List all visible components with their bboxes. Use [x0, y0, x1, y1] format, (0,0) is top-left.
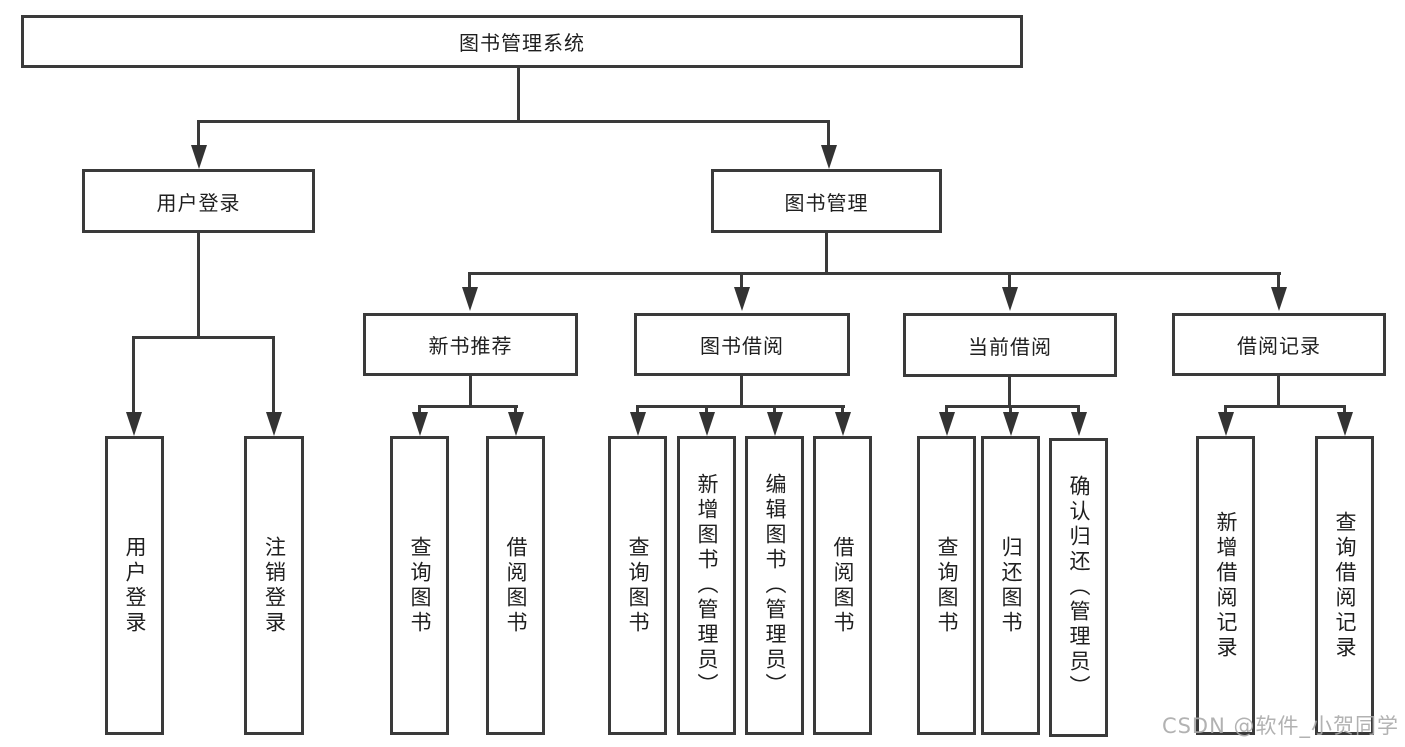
- watermark: CSDN @软件_小贺同学: [1161, 714, 1399, 738]
- node-label: 确认归还（管理员）: [1067, 475, 1091, 700]
- leaf-add-borrow-record: 新增借阅记录: [1196, 436, 1255, 735]
- arrowhead-icon: [834, 412, 851, 436]
- node-label: 新书推荐: [428, 334, 513, 358]
- node-borrowing-records: 借阅记录: [1172, 313, 1386, 376]
- arrowhead-icon: [698, 412, 715, 436]
- node-label: 当前借阅: [968, 334, 1052, 359]
- leaf-logout: 注销登录: [244, 436, 304, 735]
- node-user-login: 用户登录: [82, 169, 315, 233]
- connector-line: [740, 275, 743, 287]
- arrowhead-icon: [1217, 412, 1234, 436]
- arrowhead-icon: [1070, 412, 1087, 436]
- node-label: 图书管理系统: [459, 31, 585, 55]
- node-label: 查询借阅记录: [1333, 510, 1357, 661]
- connector-line: [197, 123, 200, 145]
- leaf-borrow-books: 借阅图书: [813, 436, 872, 735]
- node-book-borrowing: 图书借阅: [634, 313, 850, 376]
- node-label: 用户登录: [156, 190, 241, 215]
- arrowhead-icon: [820, 145, 837, 169]
- arrowhead-icon: [766, 412, 783, 436]
- node-label: 注销登录: [262, 535, 287, 636]
- connector-line: [517, 68, 520, 120]
- leaf-borrow-books-recommend: 借阅图书: [486, 436, 545, 735]
- node-new-book-recommend: 新书推荐: [363, 313, 578, 376]
- connector-line: [1008, 377, 1011, 405]
- connector-line: [132, 339, 135, 412]
- connector-line: [1277, 376, 1280, 405]
- connector-line: [1009, 408, 1012, 414]
- leaf-edit-books-admin: 编辑图书（管理员）: [745, 436, 804, 735]
- node-label: 查询图书: [408, 535, 432, 636]
- node-label: 借阅图书: [504, 535, 528, 636]
- connector-line: [468, 272, 1281, 275]
- arrowhead-icon: [461, 287, 478, 311]
- connector-line: [825, 233, 828, 272]
- connector-line: [1343, 408, 1346, 414]
- leaf-confirm-return-admin: 确认归还（管理员）: [1049, 438, 1108, 737]
- connector-line: [827, 123, 830, 145]
- connector-line: [197, 120, 830, 123]
- connector-line: [1277, 275, 1280, 287]
- arrowhead-icon: [629, 412, 646, 436]
- connector-line: [740, 376, 743, 405]
- node-label: 用户登录: [123, 535, 147, 636]
- connector-line: [197, 233, 200, 336]
- arrowhead-icon: [190, 145, 207, 169]
- arrowhead-icon: [265, 412, 282, 436]
- node-label: 查询图书: [626, 535, 650, 636]
- leaf-add-books-admin: 新增图书（管理员）: [677, 436, 736, 735]
- arrowhead-icon: [1001, 287, 1018, 311]
- connector-line: [418, 405, 518, 408]
- connector-line: [418, 408, 421, 414]
- connector-line: [841, 408, 844, 414]
- node-label: 图书借阅: [700, 334, 784, 358]
- node-label: 编辑图书（管理员）: [763, 473, 787, 698]
- node-book-management: 图书管理: [711, 169, 942, 233]
- connector-line: [636, 408, 639, 414]
- leaf-user-login: 用户登录: [105, 436, 164, 735]
- connector-line: [1224, 408, 1227, 414]
- connector-line: [945, 405, 1080, 408]
- connector-line: [636, 405, 845, 408]
- arrowhead-icon: [1270, 287, 1287, 311]
- leaf-query-books-current: 查询图书: [917, 436, 976, 735]
- connector-line: [1224, 405, 1346, 408]
- node-label: 查询图书: [935, 535, 959, 636]
- node-label: 新增借阅记录: [1214, 510, 1238, 661]
- node-label: 新增图书（管理员）: [695, 473, 719, 698]
- arrowhead-icon: [733, 287, 750, 311]
- arrowhead-icon: [411, 412, 428, 436]
- connector-line: [468, 275, 471, 287]
- connector-line: [469, 376, 472, 405]
- connector-line: [272, 339, 275, 412]
- arrowhead-icon: [507, 412, 524, 436]
- node-library-management-system: 图书管理系统: [21, 15, 1023, 68]
- connector-line: [1077, 408, 1080, 414]
- arrowhead-icon: [125, 412, 142, 436]
- leaf-query-books-recommend: 查询图书: [390, 436, 449, 735]
- leaf-query-borrow-record: 查询借阅记录: [1315, 436, 1374, 735]
- connector-line: [1008, 275, 1011, 287]
- leaf-query-books-borrowing: 查询图书: [608, 436, 667, 735]
- arrowhead-icon: [1336, 412, 1353, 436]
- leaf-return-books: 归还图书: [981, 436, 1040, 735]
- arrowhead-icon: [1002, 412, 1019, 436]
- connector-line: [514, 408, 517, 414]
- node-current-borrowing: 当前借阅: [903, 313, 1117, 377]
- node-label: 归还图书: [999, 535, 1023, 636]
- connector-line: [132, 336, 275, 339]
- connector-line: [945, 408, 948, 414]
- connector-line: [773, 408, 776, 414]
- node-label: 借阅图书: [831, 535, 855, 636]
- node-label: 借阅记录: [1237, 334, 1321, 358]
- connector-line: [705, 408, 708, 414]
- node-label: 图书管理: [784, 190, 869, 215]
- arrowhead-icon: [938, 412, 955, 436]
